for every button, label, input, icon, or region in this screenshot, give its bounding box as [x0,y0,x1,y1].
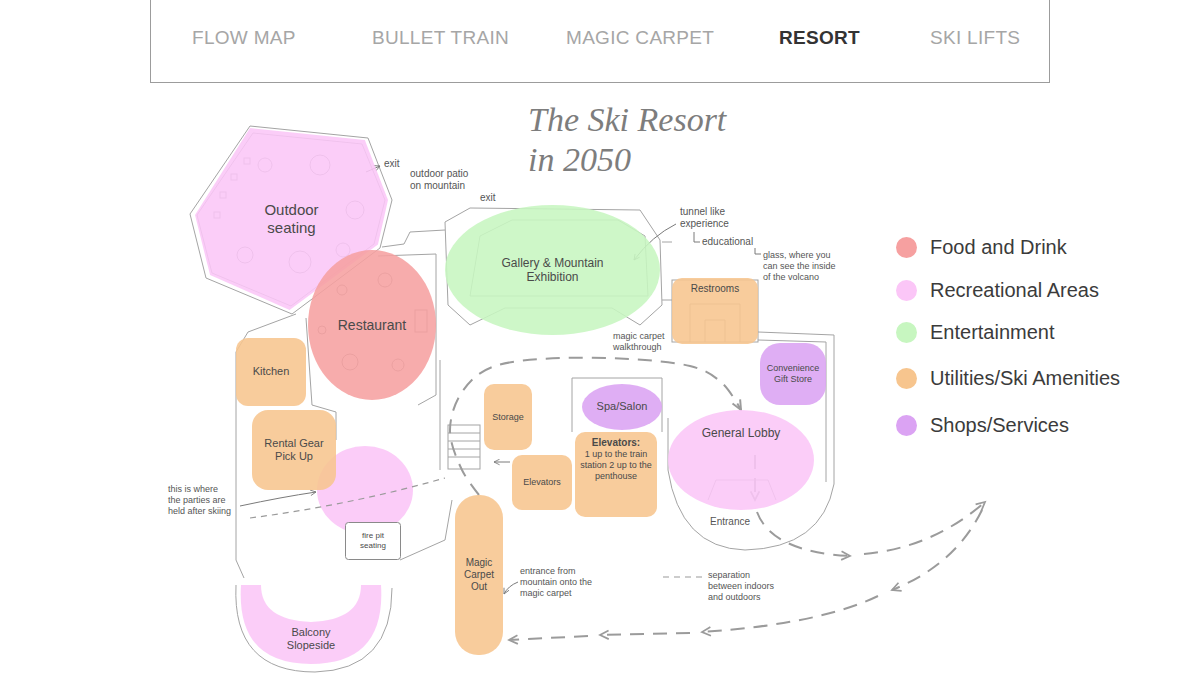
area-label: Magic Carpet Out [459,557,499,593]
annotation: Entrance [710,516,754,528]
area-label: Outdoor seating [252,201,332,237]
area-label: Gallery & Mountain Exhibition [493,256,613,285]
amenity-room: Elevators:1 up to the train station 2 up… [575,432,657,517]
area-label: 1 up to the train station 2 up to the pe… [580,449,652,481]
legend-swatch [896,415,917,436]
annotation: entrance from mountain onto the magic ca… [520,566,600,598]
area-label: fire pit seating [349,531,397,550]
annotation: magic carpet walkthrough [613,331,671,353]
walls [190,126,834,672]
legend-label: Recreational Areas [930,278,1099,302]
legend-label: Entertainment [930,320,1055,344]
amenity-room: Kitchen [236,338,306,406]
area-label: Balcony Slopeside [283,626,339,652]
area-label: Kitchen [241,365,301,378]
shop-area: Spa/Salon [582,384,662,430]
entertainment-area: Gallery & Mountain Exhibition [445,205,660,335]
amenity-room: Storage [484,384,532,450]
area-label: Elevators [516,477,568,488]
diagram-title: The Ski Resort in 2050 [528,100,743,180]
seating-box: fire pit seating [345,522,401,560]
nav-tab: SKI LIFTS [930,27,1020,50]
area-label: Storage [488,412,528,423]
annotation: this is where the parties are held after… [168,484,232,516]
nav-tab: MAGIC CARPET [566,27,714,50]
area-label: Restrooms [677,283,753,295]
legend-label: Utilities/Ski Amenities [930,366,1120,390]
area-label: Elevators: [580,437,652,449]
nav-tab: RESORT [779,27,860,50]
annotation: outdoor patio on mountain [410,168,478,192]
legend-label: Food and Drink [930,235,1067,259]
recreation-area: General Lobby [668,410,814,510]
annotation: separation between indoors and outdoors [708,570,780,602]
amenity-room: Magic Carpet Out [455,495,503,655]
annotation: educational [702,236,772,248]
amenity-room: Restrooms [672,278,758,344]
annotation: exit [480,192,510,204]
area-label: Spa/Salon [592,400,652,413]
recreation-area: Balcony Slopeside [236,580,386,668]
legend-swatch [896,322,917,343]
area-label: Convenience Gift Store [764,363,822,385]
area-label: General Lobby [691,426,791,440]
annotation: tunnel like experience [680,206,760,230]
annotation: glass, where you can see the inside of t… [763,250,841,282]
area-shape [668,410,814,510]
legend-swatch [896,368,917,389]
shop-area: Convenience Gift Store [760,343,826,405]
nav-tab: BULLET TRAIN [372,27,509,50]
area-label: Rental Gear Pick Up [259,437,329,463]
area-label: Restaurant [327,317,417,334]
legend-swatch [896,237,917,258]
area-shape [236,580,386,668]
nav-tab: FLOW MAP [192,27,296,50]
legend-swatch [896,280,917,301]
amenity-room: Elevators [512,455,572,510]
food-area: Restaurant [308,250,436,400]
amenity-room: Rental Gear Pick Up [252,410,336,490]
legend-label: Shops/Services [930,413,1069,437]
